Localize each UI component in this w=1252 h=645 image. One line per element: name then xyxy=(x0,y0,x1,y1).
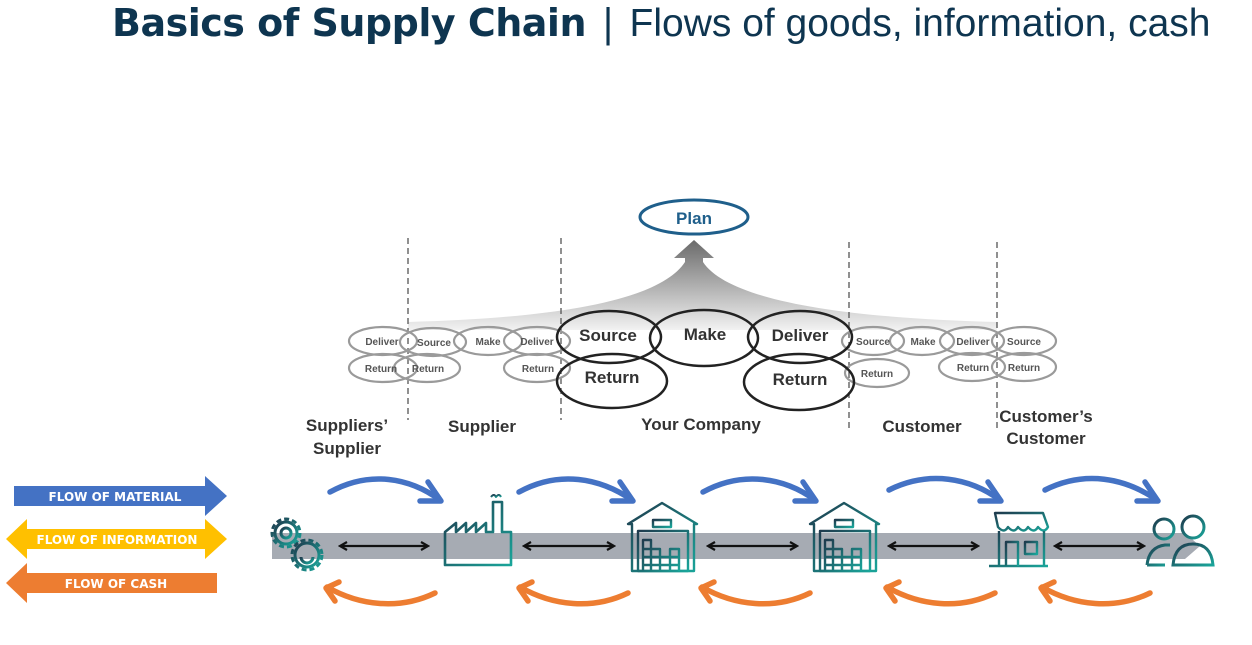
plan-node: Plan xyxy=(638,198,750,236)
cash-arrow-5 xyxy=(1038,579,1153,607)
party-customers-customer-1: Customer’s xyxy=(999,407,1093,426)
title-subtitle: Flows of goods, information, cash xyxy=(629,2,1211,45)
plan-label: Plan xyxy=(676,209,712,228)
gears-icon xyxy=(270,517,324,572)
party-suppliers-supplier-1: Suppliers’ xyxy=(306,416,388,435)
party-supplier: Supplier xyxy=(448,417,516,436)
c-make: Make xyxy=(910,337,935,348)
c-source: Source xyxy=(856,337,890,348)
title-separator: | xyxy=(601,1,615,45)
legend-information: FLOW OF INFORMATION xyxy=(6,519,227,559)
store-icon xyxy=(989,511,1050,568)
legend-material: FLOW OF MATERIAL xyxy=(14,476,227,516)
cash-arrow-3 xyxy=(698,579,813,607)
party-your-company: Your Company xyxy=(641,415,761,434)
material-arrow-4 xyxy=(886,475,1004,504)
ss-return: Return xyxy=(365,364,397,375)
legend-material-label: FLOW OF MATERIAL xyxy=(49,490,182,504)
cash-arrow-2 xyxy=(516,579,631,607)
page-title: Basics of Supply Chain | Flows of goods,… xyxy=(112,0,1210,46)
c-return-left: Return xyxy=(861,369,893,380)
party-customer: Customer xyxy=(882,417,962,436)
yc-make: Make xyxy=(684,325,727,344)
factory-icon xyxy=(443,494,513,567)
material-arrow-5 xyxy=(1042,475,1161,504)
ss-deliver: Deliver xyxy=(365,337,398,348)
party-suppliers-supplier-2: Supplier xyxy=(313,439,381,458)
s-return-left: Return xyxy=(412,364,444,375)
users-icon xyxy=(1145,514,1215,567)
customer-ovals xyxy=(840,325,1058,389)
suppliers-ovals xyxy=(347,325,572,384)
cc-return: Return xyxy=(1008,363,1040,374)
yc-deliver: Deliver xyxy=(772,326,829,345)
c-deliver: Deliver xyxy=(956,337,989,348)
legend-cash-label: FLOW OF CASH xyxy=(65,577,167,591)
yc-return-right: Return xyxy=(773,370,828,389)
s-return-right: Return xyxy=(522,364,554,375)
legend-cash: FLOW OF CASH xyxy=(6,563,217,603)
your-company-ovals xyxy=(555,308,856,412)
warehouse-icon xyxy=(626,501,699,573)
s-make: Make xyxy=(475,337,500,348)
s-source: Source xyxy=(417,338,451,349)
cc-source: Source xyxy=(1007,337,1041,348)
yc-source: Source xyxy=(579,326,637,345)
title-bold: Basics of Supply Chain xyxy=(112,1,587,45)
c-return-right: Return xyxy=(957,363,989,374)
material-arrows xyxy=(327,475,1161,504)
material-arrow-2 xyxy=(516,476,636,504)
cash-arrow-1 xyxy=(323,579,438,607)
material-arrow-1 xyxy=(327,476,444,504)
material-arrow-3 xyxy=(700,476,819,504)
cash-arrow-4 xyxy=(883,579,998,607)
yc-return-left: Return xyxy=(585,368,640,387)
cash-arrows xyxy=(323,579,1153,607)
party-customers-customer-2: Customer xyxy=(1006,429,1086,448)
plan-fan-arrow xyxy=(408,240,997,330)
legend-information-label: FLOW OF INFORMATION xyxy=(37,533,198,547)
warehouse-icon xyxy=(808,501,881,573)
s-deliver: Deliver xyxy=(520,337,553,348)
